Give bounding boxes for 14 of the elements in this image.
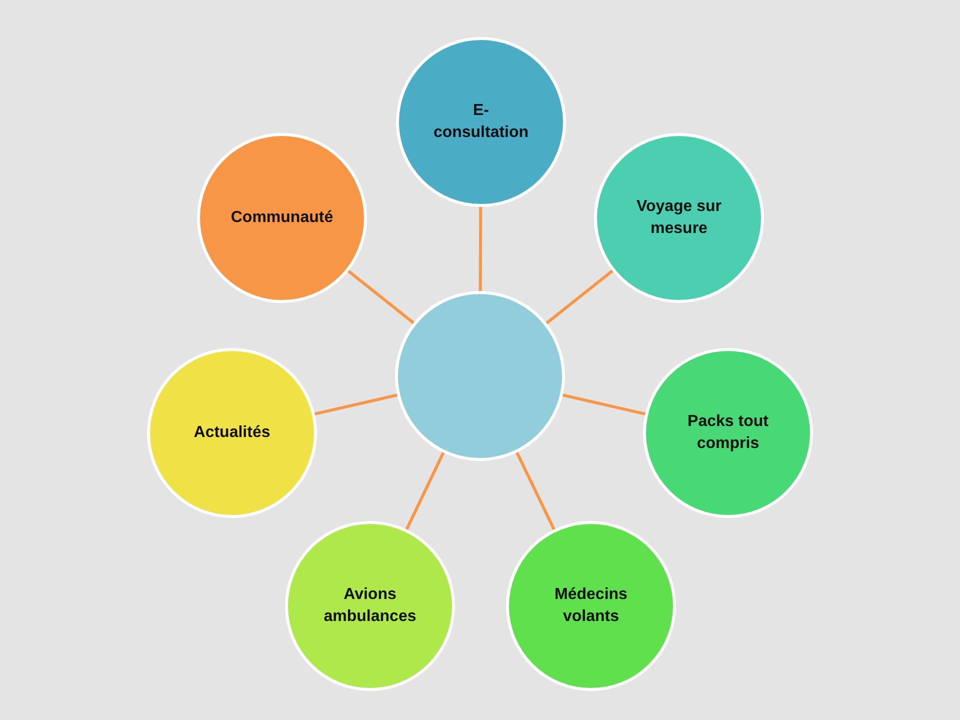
connector-line [546,270,614,324]
node-label: Packs tout compris [686,412,770,454]
connector-line [478,207,482,291]
connector-line [516,452,556,530]
node-label: Actualités [192,423,272,443]
node-label: Médecins volants [554,585,628,627]
connector-line [405,452,445,530]
node-label: E-consultation [433,101,529,143]
connector-line [348,270,414,324]
node-label: Voyage sur mesure [635,197,723,239]
node-label: Communauté [230,208,334,228]
node-label: Avions ambulances [322,585,418,627]
connector-line [562,394,646,416]
connector-line [314,394,398,416]
